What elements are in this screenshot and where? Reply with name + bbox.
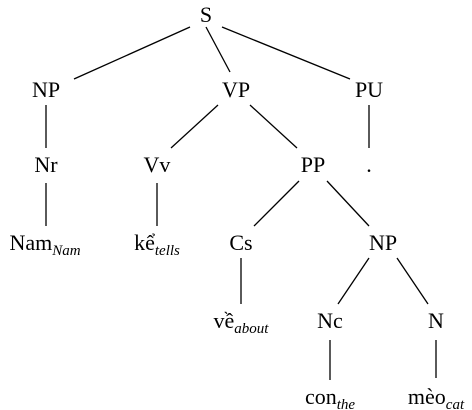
node-gloss-con: the: [337, 397, 356, 410]
node-label-n: N: [428, 308, 444, 333]
node-label-meo: mèo: [408, 384, 446, 409]
node-cs: Cs: [229, 230, 252, 255]
edge-vp-vv: [170, 104, 219, 149]
node-n: N: [428, 308, 444, 333]
node-ke: kểtells: [134, 230, 180, 259]
edge-np2-n: [396, 257, 429, 305]
node-label-vv: Vv: [144, 152, 171, 177]
node-label-nc: Nc: [317, 308, 343, 333]
node-label-nam: Nam: [9, 230, 52, 255]
node-label-pu: PU: [355, 77, 383, 102]
node-label-np1: NP: [32, 77, 60, 102]
node-nr: Nr: [34, 152, 58, 177]
edge-pp-cs: [253, 180, 300, 227]
edge-vp-pp: [249, 104, 298, 149]
node-nam: NamNam: [9, 230, 80, 259]
node-s: S: [200, 2, 212, 27]
node-label-np2: NP: [369, 230, 397, 255]
node-vp: VP: [222, 77, 250, 102]
node-pu: PU: [355, 77, 383, 102]
edge-s-pu: [221, 26, 351, 80]
tree-nodes: S NP VP PU Nr Vv PP. NamNam kểtells Cs NP vềabout Nc…: [9, 2, 464, 410]
node-label-cs: Cs: [229, 230, 252, 255]
edge-np2-nc: [337, 257, 370, 305]
node-gloss-nam: Nam: [51, 243, 81, 259]
node-np2: NP: [369, 230, 397, 255]
node-label-nr: Nr: [34, 152, 58, 177]
node-label-s: S: [200, 2, 212, 27]
edge-pp-np2: [326, 180, 370, 227]
node-gloss-ke: tells: [155, 243, 180, 259]
node-label-dot: .: [366, 152, 372, 177]
node-label-ke: kể: [134, 230, 155, 255]
node-label-vp: VP: [222, 77, 250, 102]
node-gloss-ve: about: [234, 321, 269, 337]
node-vv: Vv: [144, 152, 171, 177]
node-label-pp: PP: [301, 152, 325, 177]
node-dot: .: [366, 152, 372, 177]
edge-s-np1: [73, 26, 191, 80]
node-label-ve: về: [214, 308, 235, 333]
node-con: conthe: [305, 384, 355, 410]
node-ve: vềabout: [214, 308, 270, 337]
node-meo: mèocat: [408, 384, 465, 410]
node-gloss-meo: cat: [446, 397, 465, 410]
node-np1: NP: [32, 77, 60, 102]
node-pp: PP: [301, 152, 325, 177]
edge-s-vp: [205, 26, 231, 73]
tree-edges: [45, 26, 437, 380]
node-nc: Nc: [317, 308, 343, 333]
node-label-con: con: [305, 384, 337, 409]
